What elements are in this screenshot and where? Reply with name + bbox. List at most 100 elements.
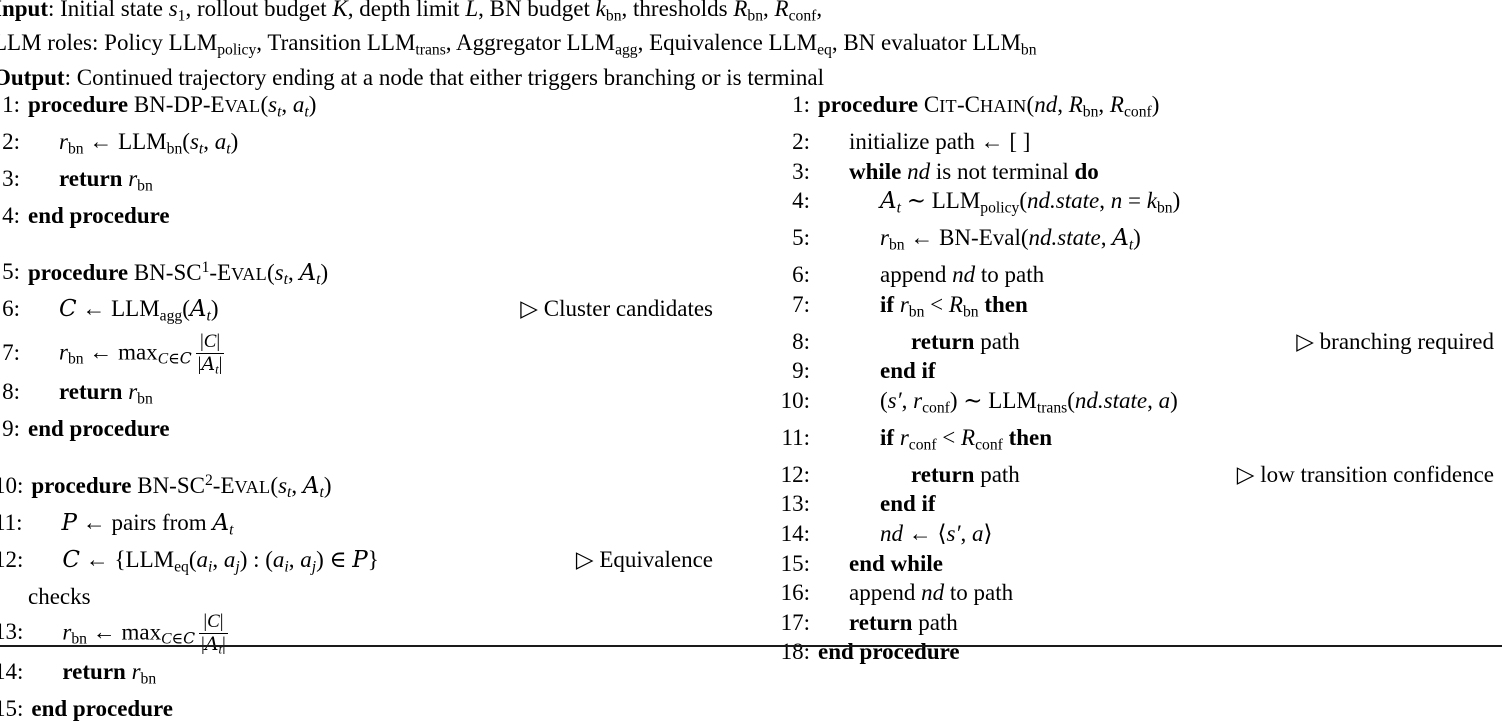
line-number: 17: <box>780 609 810 635</box>
line-content: end procedure <box>31 696 174 722</box>
algo-line: 9: end if <box>780 356 1494 386</box>
fraction: |C||At| <box>195 331 225 377</box>
algo-line: 3: return rbn <box>0 164 713 201</box>
algo-line: 5: procedure BN-SC1-Eval(st, At) <box>0 253 713 295</box>
line-number: 2: <box>2 128 20 154</box>
algo-line: 12: return path ▷ low transition confidenc… <box>780 460 1494 490</box>
algo-line: 6:append nd to path <box>780 260 1494 290</box>
algo-line: 2: initialize path ← [ ] <box>780 127 1494 157</box>
line-number: 8: <box>792 328 810 354</box>
algo-line: 7: rbn ← maxC∈C|C||At| <box>0 331 713 377</box>
line-content: end while <box>849 550 943 576</box>
line-number: 3: <box>792 158 810 184</box>
algo-line: 1:procedure BN-DP-Eval(st, at) <box>0 90 713 127</box>
line-content: end if <box>880 491 936 517</box>
line-content: At ∼ LLMpolicy(nd.state, n = kbn) <box>880 188 1181 217</box>
line-number: 12: <box>780 461 810 487</box>
algo-line: 8: return path ▷ branching required <box>780 327 1494 357</box>
line-content: C ← {LLMeq(ai, aj) : (ai, aj) ∈ P} <box>62 546 379 575</box>
line-content: return rbn <box>59 165 153 195</box>
algo-line: 11: P ← pairs from At <box>0 508 713 545</box>
line-number: 15: <box>0 696 24 722</box>
algo-line: 4: end procedure <box>0 201 713 231</box>
inline-comment: ▷ Cluster candidates <box>520 296 713 322</box>
line-number: 9: <box>792 358 810 384</box>
algo-line: 17: return path <box>780 608 1494 638</box>
line-number: 3: <box>2 165 20 191</box>
algo-line: 12: C ← {LLMeq(ai, aj) : (ai, aj) ∈ P} ▷ E… <box>0 545 713 582</box>
header-line: Output: Continued trajectory ending at a… <box>0 64 824 90</box>
line-number: 14: <box>0 659 24 685</box>
line-number: 15: <box>780 550 810 576</box>
algorithm-column-right: 1: procedure Cit-Chain(nd, Rbn, Rconf) 2: i… <box>780 90 1494 667</box>
line-number: 7: <box>792 291 810 317</box>
algo-line: 4: At ∼ LLMpolicy(nd.state, n = kbn) <box>780 186 1494 223</box>
line-number: 6: <box>2 296 20 322</box>
line-content: return path <box>911 328 1020 354</box>
algo-line: 6: C ← LLMagg(At) ▷ Cluster candidates <box>0 294 713 331</box>
line-number: 16: <box>780 580 810 606</box>
line-number: 4: <box>2 202 20 228</box>
line-content: return path <box>849 609 958 635</box>
algorithm-header: Input: Initial state s1, rollout budget … <box>0 0 1037 91</box>
line-content: if rbn < Rbn then <box>880 291 1028 321</box>
algo-line: 7: if rbn < Rbn then <box>780 290 1494 327</box>
line-number: 6: <box>792 262 810 288</box>
algo-line: 15: end procedure <box>0 694 713 724</box>
algo-line: 13:end if <box>780 489 1494 519</box>
line-number: 1: <box>792 92 810 117</box>
inline-comment: ▷ Equivalence <box>575 546 713 572</box>
inline-comment: ▷ low transition confidence <box>1236 461 1494 487</box>
line-content: procedure BN-SC1-Eval(st, At) <box>28 258 329 288</box>
algorithm-column-left: 1:procedure BN-DP-Eval(st, at)2:rbn ← LL… <box>0 90 713 724</box>
algo-line: 2:rbn ← LLMbn(st, at) <box>0 127 713 164</box>
fraction: |C||At| <box>199 611 228 657</box>
line-content: end procedure <box>28 202 170 228</box>
line-content: return rbn <box>59 379 153 408</box>
line-content: rbn ← maxC∈C|C||At| <box>23 611 228 657</box>
line-number: 7: <box>2 339 20 365</box>
algo-line: 18: end procedure <box>780 637 1494 667</box>
inline-comment: ▷ branching required <box>1296 328 1494 354</box>
line-content: procedure Cit-Chain(nd, Rbn, Rconf) <box>818 92 1160 121</box>
line-content: C ← LLMagg(At) <box>59 296 219 325</box>
line-number: 12: <box>0 546 24 572</box>
algo-line: 14:nd ← ⟨s′, a⟩ <box>780 519 1494 549</box>
line-number: 5: <box>792 225 810 251</box>
line-number: 18: <box>780 639 810 665</box>
algo-line: 10: (s′, rconf) ∼ LLMtrans(nd.state, a) <box>780 386 1494 423</box>
line-content: return path <box>911 461 1020 487</box>
algo-line: 15: end while <box>780 549 1494 579</box>
algo-line: 5: rbn ← BN-Eval(nd.state, At) <box>780 223 1494 260</box>
line-content: while nd is not terminal do <box>849 158 1099 184</box>
line-content: procedure BN-DP-Eval(st, at) <box>28 92 317 121</box>
algo-line: 8: return rbn <box>0 377 713 414</box>
line-content: (s′, rconf) ∼ LLMtrans(nd.state, a) <box>880 387 1178 417</box>
algo-line: 9:end procedure <box>0 414 713 444</box>
algo-line: 1: procedure Cit-Chain(nd, Rbn, Rconf) <box>780 90 1494 127</box>
algo-line: 16: append nd to path <box>780 578 1494 608</box>
line-number: 8: <box>2 379 20 405</box>
line-number: 5: <box>2 259 20 285</box>
line-content: if rconf < Rconf then <box>880 424 1053 454</box>
line-content: initialize path ← [ ] <box>849 128 1031 154</box>
line-content: P ← pairs from At <box>61 509 234 538</box>
algo-line: 10:procedure BN-SC2-Eval(st, At) <box>0 466 713 508</box>
line-content: end procedure <box>818 639 960 665</box>
line-number: 2: <box>792 128 810 154</box>
line-content: rbn ← BN-Eval(nd.state, At) <box>880 225 1141 254</box>
line-content: append nd to path <box>849 580 1014 606</box>
line-number: 4: <box>792 188 810 214</box>
line-content: rbn ← maxC∈C|C||At| <box>59 331 225 377</box>
algo-line: 11: if rconf < Rconf then <box>780 423 1494 460</box>
line-number: 10: <box>780 387 810 413</box>
line-content: end procedure <box>28 416 170 442</box>
header-line: Input: Initial state s1, rollout budget … <box>0 0 823 25</box>
algo-line: 13:rbn ← maxC∈C|C||At| <box>0 611 713 657</box>
line-number: 11: <box>781 424 810 450</box>
line-content: end if <box>880 358 936 384</box>
bottom-rule <box>0 645 1502 647</box>
line-number: 11: <box>0 509 23 535</box>
line-number: 14: <box>780 520 810 546</box>
header-line: LLM roles: Policy LLMpolicy, Transition … <box>0 30 1037 59</box>
